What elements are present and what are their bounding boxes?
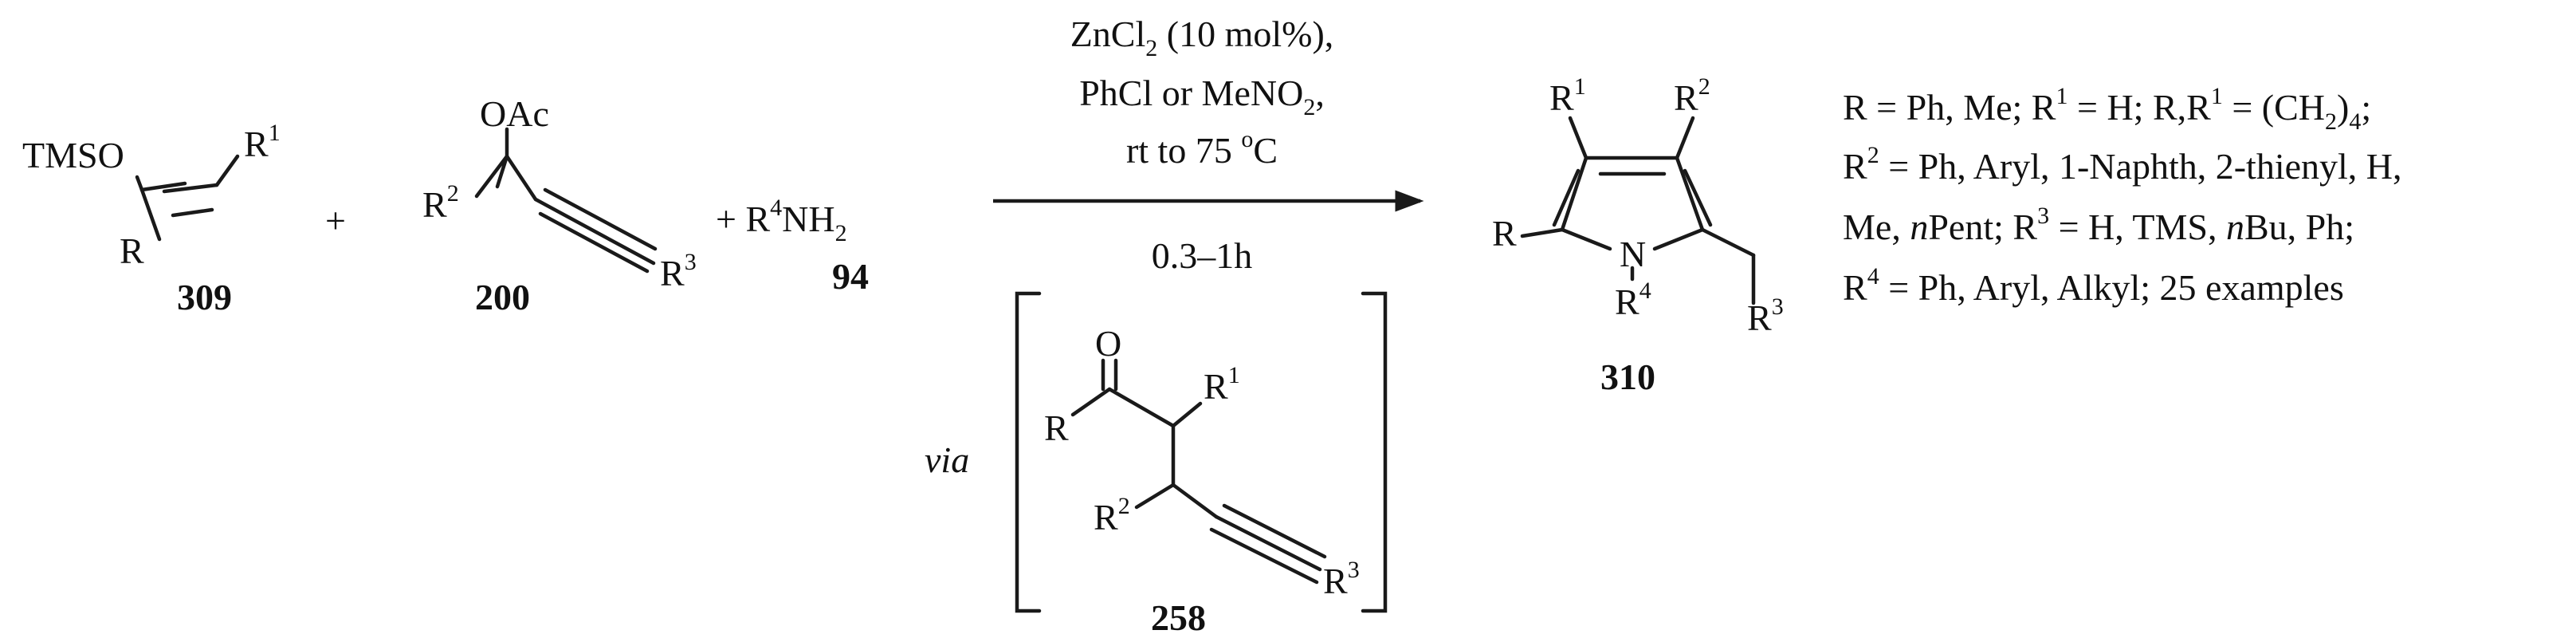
compound-label-309: 309 xyxy=(177,277,232,317)
compound-label-94: 94 xyxy=(832,256,869,297)
r3-label: R3 xyxy=(1323,557,1360,601)
scope-line-1: R = Ph, Me; R1 = H; R,R1 = (CH2)4; xyxy=(1843,83,2371,135)
r3-label: R3 xyxy=(1747,293,1784,338)
r1-label: R1 xyxy=(1549,73,1586,118)
compound-200: OAc R2 R3 200 xyxy=(422,93,697,317)
plus-sign: + xyxy=(325,200,346,241)
condition-solvent: PhCl or MeNO2, xyxy=(1079,73,1325,120)
compound-label-200: 200 xyxy=(475,277,530,317)
r-label: R xyxy=(1492,213,1517,254)
r3-label: R3 xyxy=(660,249,697,293)
r2-label: R2 xyxy=(422,180,459,225)
scope-line-2: R2 = Ph, Aryl, 1-Naphth, 2-thienyl, H, xyxy=(1843,142,2402,187)
condition-catalyst: ZnCl2 (10 mol%), xyxy=(1070,14,1334,61)
scope-line-3: Me, nPent; R3 = H, TMS, nBu, Ph; xyxy=(1843,203,2354,247)
r1-label: R1 xyxy=(1204,362,1240,407)
r-label: R xyxy=(1044,408,1069,448)
nitrogen-label: N xyxy=(1620,234,1646,274)
left-bracket xyxy=(1015,291,1042,613)
amine-formula: + R4NH2 xyxy=(716,195,847,246)
r2-label: R2 xyxy=(1094,493,1130,538)
otms-label: TMSO xyxy=(22,135,124,175)
compound-94: + R4NH2 94 xyxy=(716,195,869,297)
r-label: R xyxy=(120,230,144,271)
r4-label: R4 xyxy=(1615,278,1651,322)
r1-label: R1 xyxy=(244,120,281,164)
condition-temperature: rt to 75 oC xyxy=(1126,126,1278,171)
substrate-scope: R = Ph, Me; R1 = H; R,R1 = (CH2)4; R2 = … xyxy=(1843,83,2402,308)
compound-label-258: 258 xyxy=(1151,597,1206,638)
compound-label-310: 310 xyxy=(1600,356,1655,397)
reaction-conditions: ZnCl2 (10 mol%), PhCl or MeNO2, rt to 75… xyxy=(993,14,1424,276)
oac-label: OAc xyxy=(480,93,549,134)
right-bracket xyxy=(1361,291,1388,613)
compound-309: TMSO R R1 309 xyxy=(22,120,281,317)
carbonyl-o-label: O xyxy=(1095,323,1121,364)
intermediate-258: via O R R1 R2 R3 258 xyxy=(925,291,1388,638)
via-label: via xyxy=(925,439,969,480)
condition-time: 0.3–1h xyxy=(1152,235,1253,276)
r2-label: R2 xyxy=(1674,73,1710,118)
scope-line-4: R4 = Ph, Aryl, Alkyl; 25 examples xyxy=(1843,263,2344,308)
compound-310: R1 R2 R N R4 R3 310 xyxy=(1492,73,1784,397)
